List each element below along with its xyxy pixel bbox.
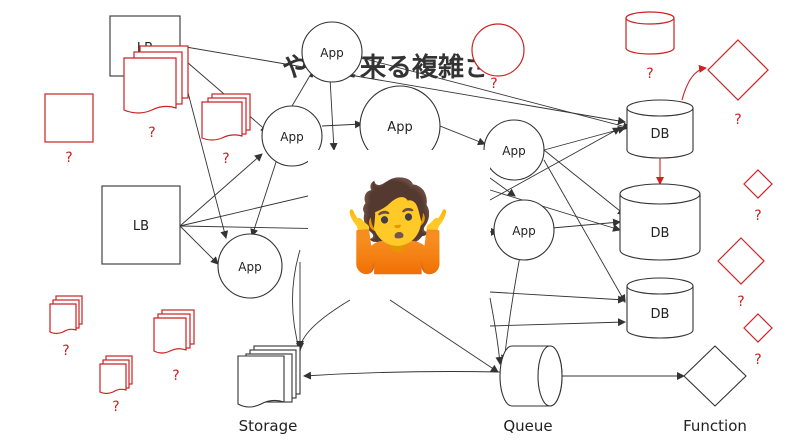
function-label: Function [683, 417, 747, 435]
unknown-diamond-3: ? [743, 313, 773, 368]
unknown-mark: ? [112, 399, 119, 415]
unknown-diamond-large: ? [707, 39, 769, 128]
app-label: App [502, 144, 525, 158]
unknown-mark: ? [65, 150, 72, 166]
unknown-mark: ? [222, 151, 229, 167]
unknown-doc-stack-mid: ? [201, 93, 251, 167]
db-node-3: DB [626, 277, 694, 339]
unknown-diamond-2: ? [717, 237, 765, 310]
storage-label: Storage [239, 417, 298, 435]
function-node: Function [683, 345, 747, 435]
app-label: App [512, 224, 535, 238]
app-node-top: App [301, 21, 363, 83]
app-label: App [280, 130, 303, 144]
app-node-lower-right: App [493, 199, 555, 261]
unknown-mark: ? [148, 125, 155, 141]
unknown-cylinder: ? [625, 11, 675, 82]
app-node-lower-left: App [217, 233, 283, 299]
unknown-mark: ? [490, 76, 497, 92]
unknown-mark: ? [62, 343, 69, 359]
unknown-mark: ? [646, 66, 653, 82]
queue-label: Queue [503, 417, 552, 435]
app-node-center: App [359, 85, 441, 167]
app-label: App [238, 260, 261, 274]
app-label: App [387, 120, 412, 135]
app-node-left: App [261, 105, 323, 167]
db-node-1: DB [626, 99, 694, 159]
storage-node: Storage [237, 345, 301, 435]
unknown-diamond-1: ? [743, 169, 773, 224]
unknown-doc-stack-bottom: ? [99, 355, 133, 415]
db-label: DB [651, 127, 670, 142]
app-node-right: App [483, 119, 545, 181]
unknown-mark: ? [172, 368, 179, 384]
lb-node-2: LB [101, 185, 181, 265]
unknown-mark: ? [734, 112, 741, 128]
db-label: DB [651, 226, 670, 241]
app-label: App [320, 46, 343, 60]
unknown-mark: ? [754, 352, 761, 368]
unknown-square: ? [44, 93, 94, 166]
db-label: DB [651, 307, 670, 322]
db-node-2: DB [619, 183, 701, 261]
center-overlay [308, 150, 490, 296]
unknown-doc-stack-left: ? [49, 295, 83, 359]
unknown-doc-stack-center: ? [153, 309, 195, 384]
unknown-doc-stack-top: ? [123, 45, 189, 141]
unknown-circle: ? [471, 23, 525, 92]
shrug-emoji: 🤷 [343, 173, 453, 277]
unknown-mark: ? [737, 294, 744, 310]
unknown-mark: ? [754, 208, 761, 224]
queue-node: Queue [499, 345, 563, 435]
lb-label: LB [133, 219, 149, 234]
